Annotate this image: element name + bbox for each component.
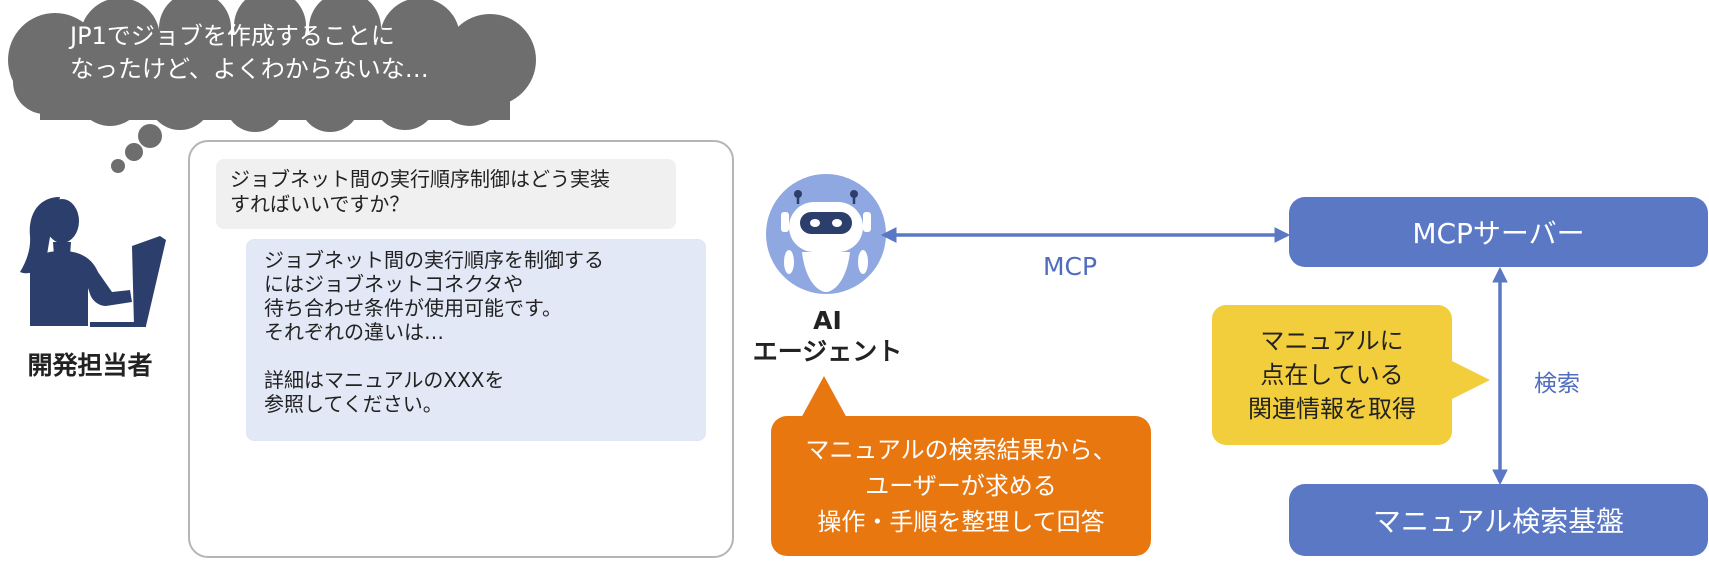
developer-icon — [20, 197, 166, 327]
mcp-label: MCP — [1042, 252, 1098, 281]
ai-agent-label: AI エージェント — [752, 306, 903, 366]
thought-dot-large — [138, 124, 162, 148]
yellow-callout: マニュアルに 点在している 関連情報を取得 — [1212, 305, 1452, 445]
thought-dot-small — [111, 159, 125, 173]
mcp-server-box: MCPサーバー — [1289, 197, 1708, 267]
developer-label: 開発担当者 — [27, 351, 153, 380]
answer-bubble: ジョブネット間の実行順序を制御する にはジョブネットコネクタや 待ち合わせ条件が… — [246, 239, 706, 441]
orange-callout-text: マニュアルの検索結果から、 ユーザーが求める 操作・手順を整理して回答 — [805, 436, 1117, 536]
manual-search-base-label: マニュアル検索基盤 — [1372, 505, 1625, 538]
yellow-callout-tail — [1450, 360, 1490, 400]
manual-search-base-box: マニュアル検索基盤 — [1289, 484, 1708, 556]
thought-dot-medium — [125, 143, 143, 161]
orange-callout-tail — [800, 376, 848, 420]
thought-text: JP1でジョブを作成することに なったけど、よくわからないな… — [70, 22, 429, 83]
mcp-server-label: MCPサーバー — [1412, 217, 1585, 250]
thought-cloud — [8, 0, 536, 132]
robot-icon — [766, 174, 886, 294]
orange-callout: マニュアルの検索結果から、 ユーザーが求める 操作・手順を整理して回答 — [771, 416, 1151, 556]
yellow-callout-text: マニュアルに 点在している 関連情報を取得 — [1248, 327, 1416, 423]
search-label: 検索 — [1534, 371, 1580, 397]
question-bubble: ジョブネット間の実行順序制御はどう実装 すればいいですか？ — [216, 159, 676, 229]
